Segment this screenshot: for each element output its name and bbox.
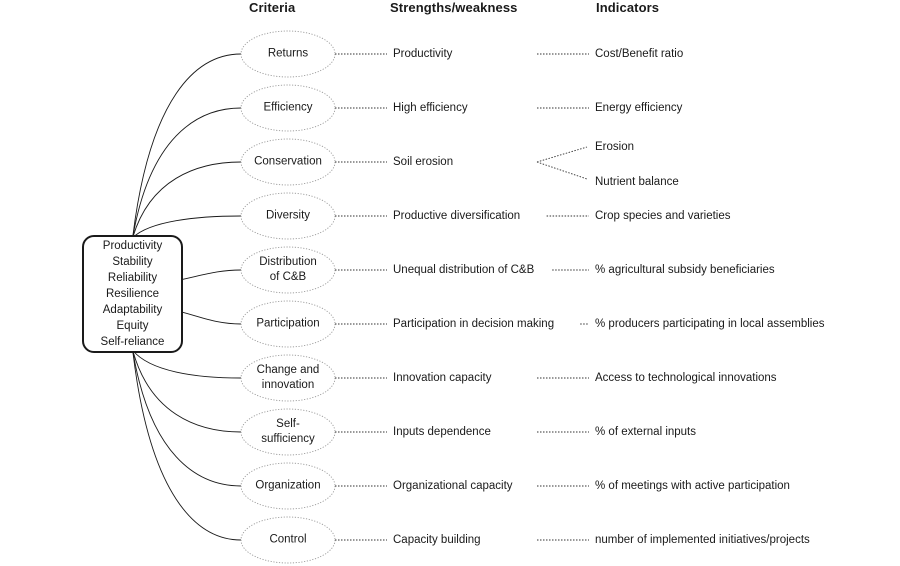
criterion-label-line: of C&B (269, 271, 307, 283)
criterion-label-line: Self- (276, 418, 300, 430)
criterion-label-line: innovation (261, 379, 315, 391)
attribute-label: Productivity (102, 240, 163, 252)
criterion-label-line: Control (269, 533, 307, 546)
strength-label: Soil erosion (393, 156, 454, 168)
criterion-label: Efficiency (241, 101, 335, 116)
criteria-header: Criteria (249, 0, 296, 15)
criterion-label: Control (241, 533, 335, 548)
strength-label: Organizational capacity (393, 480, 513, 492)
strength-label: Inputs dependence (393, 426, 491, 438)
criterion-connector (132, 53, 242, 236)
criterion-label: Organization (241, 479, 335, 494)
indicator-label: % agricultural subsidy beneficiaries (595, 264, 775, 276)
criterion-label-line: Change and (256, 364, 320, 376)
criterion-label-line: Diversity (265, 209, 311, 222)
attribute-label: Resilience (105, 288, 160, 300)
criterion-label-line: Returns (267, 47, 309, 60)
attribute-label: Self-reliance (100, 336, 165, 348)
strengths-header: Strengths/weakness (390, 0, 518, 15)
criterion-connector (132, 215, 242, 238)
indicator-label: Cost/Benefit ratio (595, 48, 684, 60)
strength-label: Innovation capacity (393, 372, 492, 384)
attribute-label: Reliability (107, 272, 158, 284)
criterion-connector (132, 352, 242, 487)
strength-label: Productivity (393, 48, 453, 60)
criterion-label-line: Distribution (259, 256, 317, 268)
criterion-connector (132, 107, 242, 236)
criterion-label: Participation (241, 317, 335, 332)
branch-connector (536, 161, 588, 180)
criterion-label: Conservation (241, 155, 335, 170)
indicators-header: Indicators (596, 0, 660, 15)
strength-label: Unequal distribution of C&B (393, 264, 535, 276)
criterion-label: Distribution of C&B (241, 255, 335, 285)
criterion-label: Diversity (241, 209, 335, 224)
criterion-label-line: Conservation (254, 155, 322, 168)
attribute-label: Stability (112, 256, 153, 268)
criterion-connector (132, 352, 242, 541)
criterion-label: Change and innovation (241, 363, 335, 393)
criterion-connector (132, 351, 242, 433)
criterion-connector (132, 350, 242, 379)
indicator-label: Energy efficiency (595, 102, 683, 114)
indicator-label: Nutrient balance (595, 176, 679, 188)
criterion-label: Returns (241, 47, 335, 62)
criterion-label-line: Efficiency (263, 101, 313, 114)
indicator-label: % of meetings with active participation (595, 480, 790, 492)
criterion-label-line: sufficiency (261, 433, 315, 445)
criterion-label: Self-sufficiency (241, 417, 335, 447)
indicator-label: Access to technological innovations (595, 372, 777, 384)
branch-connector (536, 146, 588, 163)
criterion-connector (132, 161, 242, 237)
criterion-label-line: Organization (255, 479, 321, 492)
attribute-label: Equity (116, 320, 149, 332)
attribute-label: Adaptability (102, 304, 163, 316)
indicator-label: number of implemented initiatives/projec… (595, 534, 810, 546)
attributes-box: Productivity Stability Reliability Resil… (82, 235, 183, 353)
strength-label: Capacity building (393, 534, 481, 546)
criterion-label-line: Participation (256, 317, 320, 330)
indicator-label: % of external inputs (595, 426, 697, 438)
strength-label: Productive diversification (393, 210, 521, 222)
strength-label: High efficiency (393, 102, 468, 114)
indicator-label: % producers participating in local assem… (595, 318, 825, 330)
strength-label: Participation in decision making (393, 318, 555, 330)
indicator-label: Crop species and varieties (595, 210, 731, 222)
indicator-label: Erosion (595, 141, 634, 153)
